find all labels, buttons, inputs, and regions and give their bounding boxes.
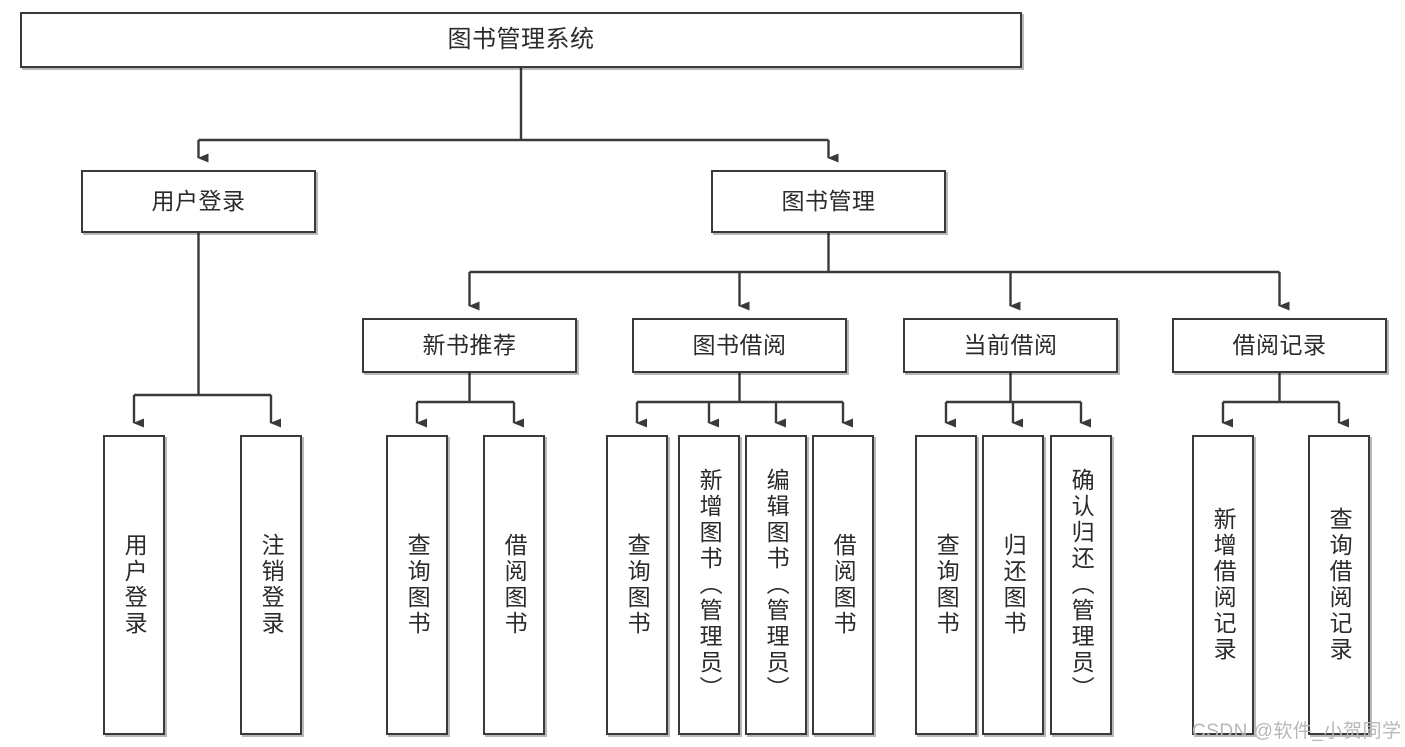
node-leaf-borrow-book-1[interactable]: 借阅图书 xyxy=(483,435,545,735)
node-leaf-user-login[interactable]: 用户登录 xyxy=(103,435,165,735)
node-label: 图书管理系统 xyxy=(447,26,595,54)
node-label: 查询借阅记录 xyxy=(1326,507,1353,663)
node-borrow-record[interactable]: 借阅记录 xyxy=(1172,318,1387,373)
node-label: 新增借阅记录 xyxy=(1210,507,1237,663)
node-label: 图书管理 xyxy=(781,188,876,215)
node-label: 新书推荐 xyxy=(422,332,517,359)
node-leaf-query-record[interactable]: 查询借阅记录 xyxy=(1308,435,1370,735)
node-label: 查询图书 xyxy=(404,533,431,637)
node-book-borrow[interactable]: 图书借阅 xyxy=(632,318,847,373)
node-leaf-query-book-1[interactable]: 查询图书 xyxy=(386,435,448,735)
node-leaf-edit-book[interactable]: 编辑图书（管理员） xyxy=(745,435,807,735)
node-label: 确认归还（管理员） xyxy=(1068,468,1095,702)
node-label: 归还图书 xyxy=(1000,533,1027,637)
node-leaf-confirm-return[interactable]: 确认归还（管理员） xyxy=(1050,435,1112,735)
node-current-borrow[interactable]: 当前借阅 xyxy=(903,318,1118,373)
node-leaf-query-book-2[interactable]: 查询图书 xyxy=(606,435,668,735)
node-label: 注销登录 xyxy=(258,533,285,637)
node-label: 图书借阅 xyxy=(692,332,787,359)
node-label: 查询图书 xyxy=(933,533,960,637)
node-leaf-borrow-book-2[interactable]: 借阅图书 xyxy=(812,435,874,735)
node-label: 编辑图书（管理员） xyxy=(763,468,790,702)
node-label: 查询图书 xyxy=(624,533,651,637)
node-label: 用户登录 xyxy=(121,533,148,637)
node-new-book-rec[interactable]: 新书推荐 xyxy=(362,318,577,373)
node-label: 借阅图书 xyxy=(501,533,528,637)
node-leaf-add-book[interactable]: 新增图书（管理员） xyxy=(678,435,740,735)
node-leaf-user-logout[interactable]: 注销登录 xyxy=(240,435,302,735)
node-user-login[interactable]: 用户登录 xyxy=(81,170,316,233)
node-book-manage[interactable]: 图书管理 xyxy=(711,170,946,233)
node-label: 新增图书（管理员） xyxy=(696,468,723,702)
node-label: 借阅记录 xyxy=(1232,332,1327,359)
node-root[interactable]: 图书管理系统 xyxy=(20,12,1022,68)
node-leaf-query-book-3[interactable]: 查询图书 xyxy=(915,435,977,735)
node-label: 用户登录 xyxy=(151,188,246,215)
node-label: 借阅图书 xyxy=(830,533,857,637)
node-leaf-return-book[interactable]: 归还图书 xyxy=(982,435,1044,735)
node-leaf-add-record[interactable]: 新增借阅记录 xyxy=(1192,435,1254,735)
node-label: 当前借阅 xyxy=(963,332,1058,359)
